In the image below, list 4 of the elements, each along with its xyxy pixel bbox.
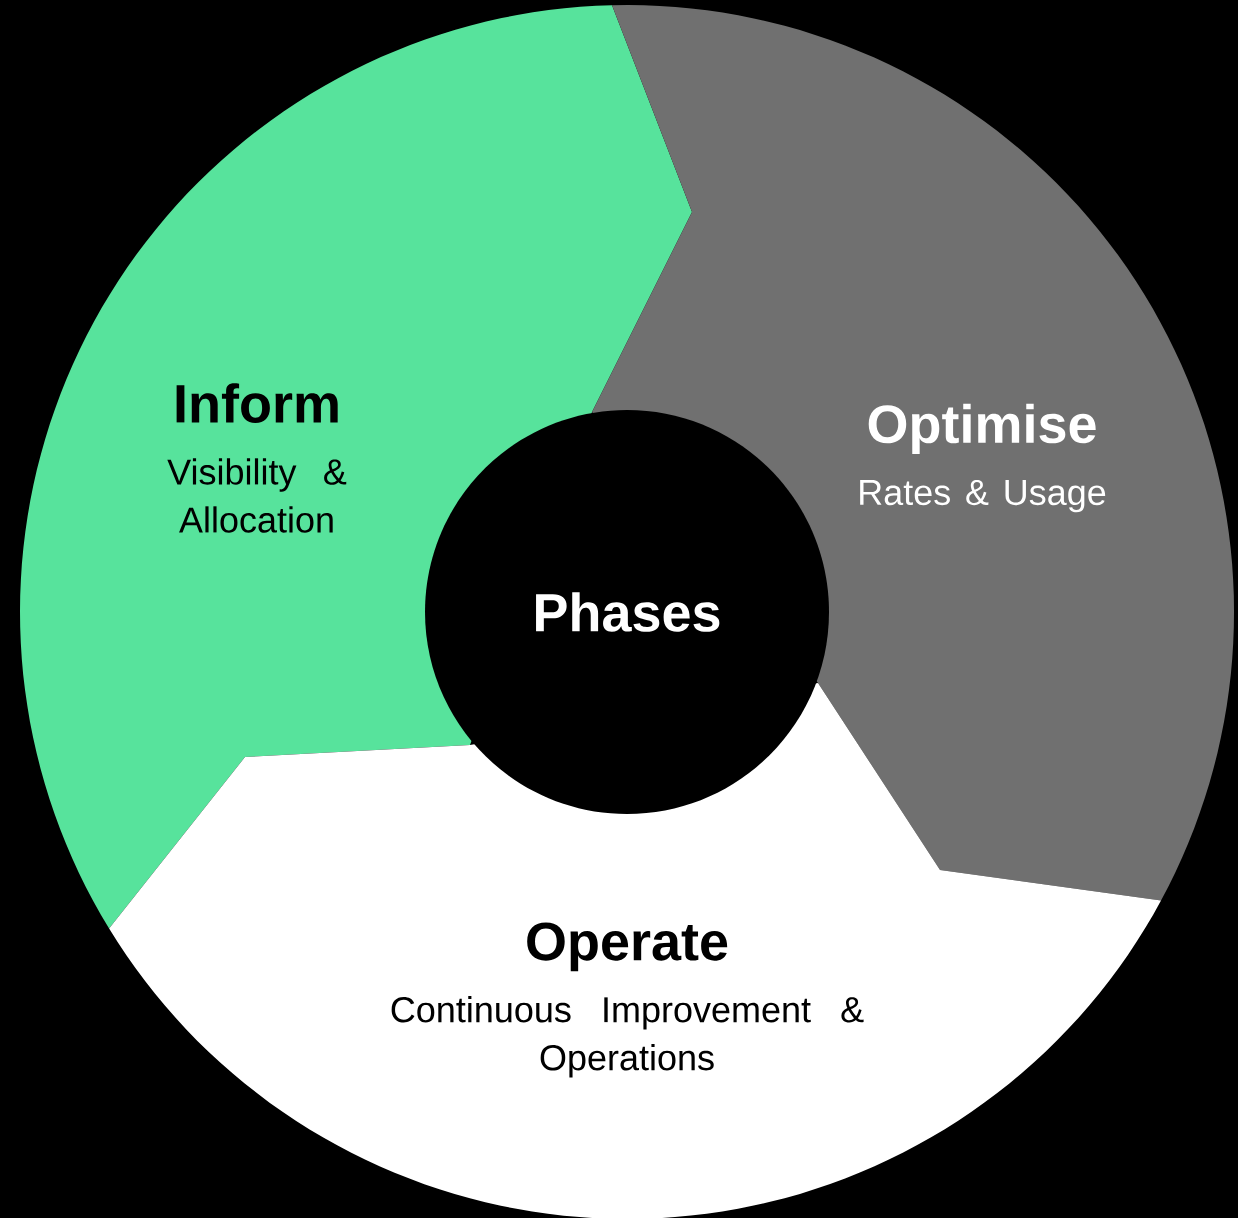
segment-label: Inform Visibility & Allocation — [167, 383, 347, 533]
segment-label: Operate Continuous Improvement & Operations — [391, 922, 864, 1078]
segment-label: Optimise Rates & Usage — [860, 403, 1106, 513]
phase-segment — [109, 683, 1161, 1218]
